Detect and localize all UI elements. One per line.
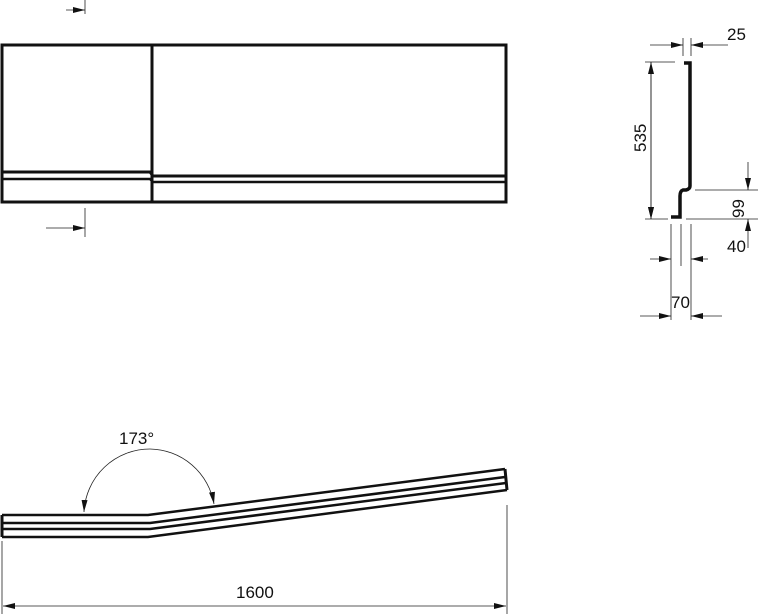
panel-band-line	[2, 170, 506, 178]
dim-top-lip: 25	[727, 25, 746, 44]
panel-edge	[2, 467, 506, 517]
panel-band-line	[2, 177, 506, 184]
dim-length: 1600	[236, 583, 274, 602]
angle-label: 173°	[119, 429, 154, 448]
panel-outline	[0, 43, 508, 204]
profile-section: 25 535 99 40 70	[631, 25, 758, 320]
angle-arc	[81, 448, 151, 513]
dim-step-height: 99	[729, 199, 748, 218]
dim-height: 535	[631, 124, 650, 152]
top-view: 173° 1600	[0, 429, 509, 614]
profile-outline	[671, 61, 692, 219]
dim-depth: 70	[671, 293, 690, 312]
dim-foot-height: 40	[727, 237, 746, 256]
front-view	[0, 0, 508, 237]
